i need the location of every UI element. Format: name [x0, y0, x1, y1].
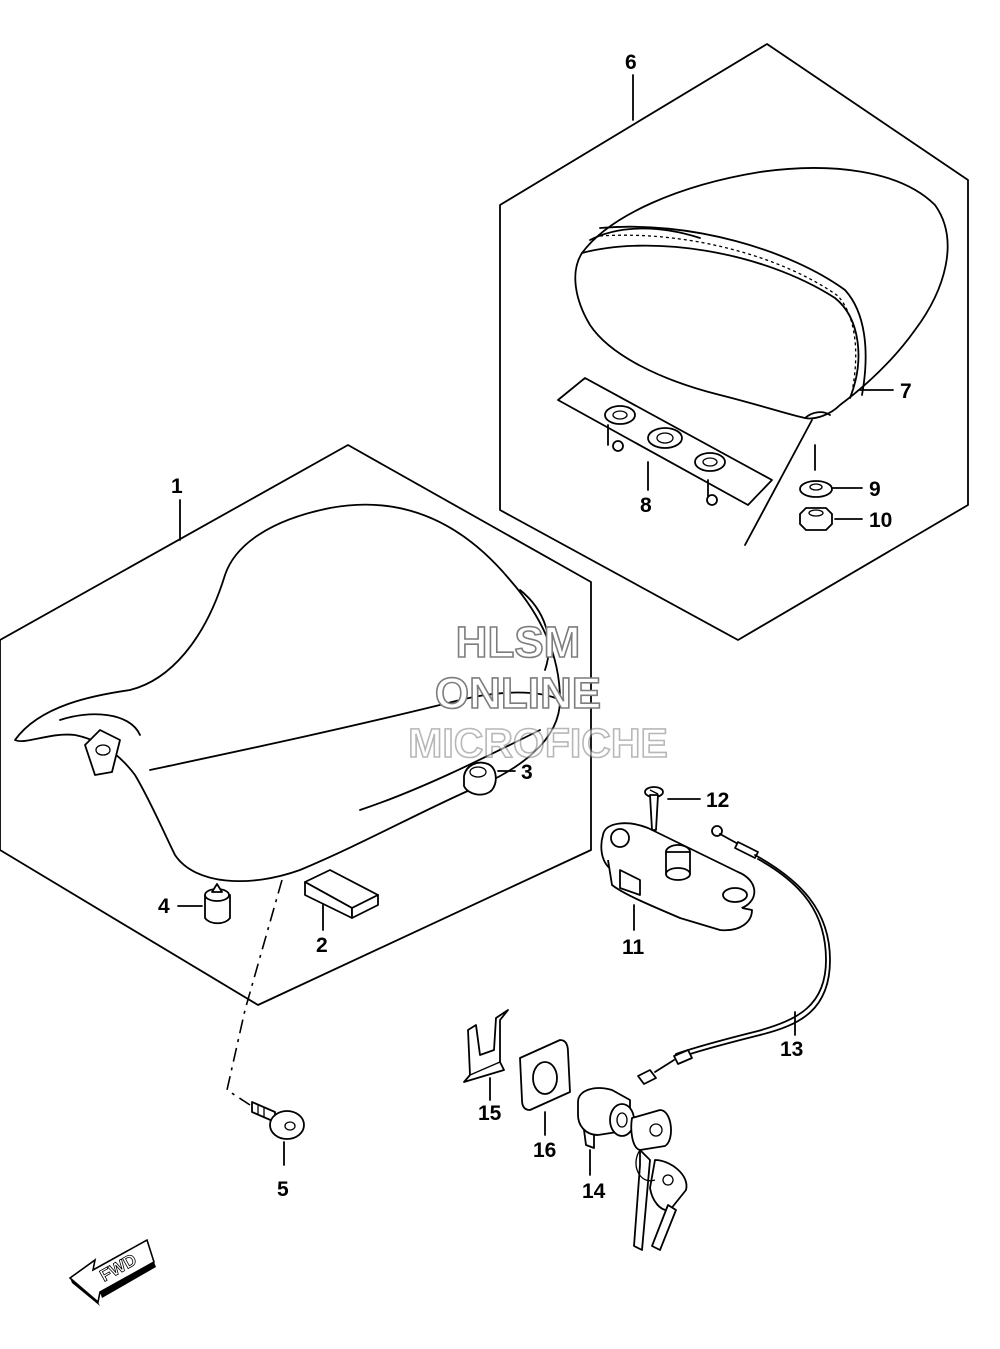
callout-7: 7 [900, 380, 912, 403]
rear-seat-assembly-box [499, 43, 969, 641]
cushion-3 [463, 761, 516, 796]
callout-12: 12 [706, 789, 729, 812]
callout-5: 5 [277, 1178, 289, 1201]
seat-lock-cable [637, 825, 831, 1085]
callout-9: 9 [869, 478, 881, 501]
callout-1: 1 [171, 475, 183, 498]
callout-13: 13 [780, 1038, 803, 1061]
callout-3: 3 [521, 761, 533, 784]
rear-seat-cushion [574, 167, 949, 420]
washer [799, 480, 833, 498]
watermark-line-1: HLSM [456, 618, 581, 667]
seat-mount-leader [226, 879, 283, 1106]
front-seat-cushion [14, 503, 561, 883]
watermark-line-2: ONLINE [435, 669, 601, 718]
seat-bolt [251, 1101, 305, 1166]
front-seat-assembly-box [0, 444, 592, 1006]
lock-screw [644, 786, 701, 831]
seat-pad [304, 869, 379, 931]
watermark-line-3: MICROFICHE [408, 720, 668, 766]
lock-plate [519, 1039, 571, 1136]
callout-16: 16 [533, 1139, 556, 1162]
callout-10: 10 [869, 509, 892, 532]
callout-6: 6 [625, 51, 637, 74]
rear-seat-bracket [557, 377, 773, 506]
callout-11: 11 [622, 936, 645, 959]
fwd-arrow-icon: FWD [68, 1238, 156, 1306]
cushion-4 [177, 883, 231, 925]
callout-2: 2 [316, 934, 328, 957]
callout-15: 15 [478, 1102, 502, 1125]
callout-8: 8 [640, 494, 652, 517]
callout-14: 14 [582, 1180, 606, 1203]
rear-seat-leader [744, 419, 813, 546]
seat-lock-bracket [600, 822, 756, 932]
callout-4: 4 [158, 895, 170, 918]
lock-clip [463, 1009, 509, 1101]
seat-lock [577, 1087, 688, 1251]
nut [799, 507, 833, 531]
